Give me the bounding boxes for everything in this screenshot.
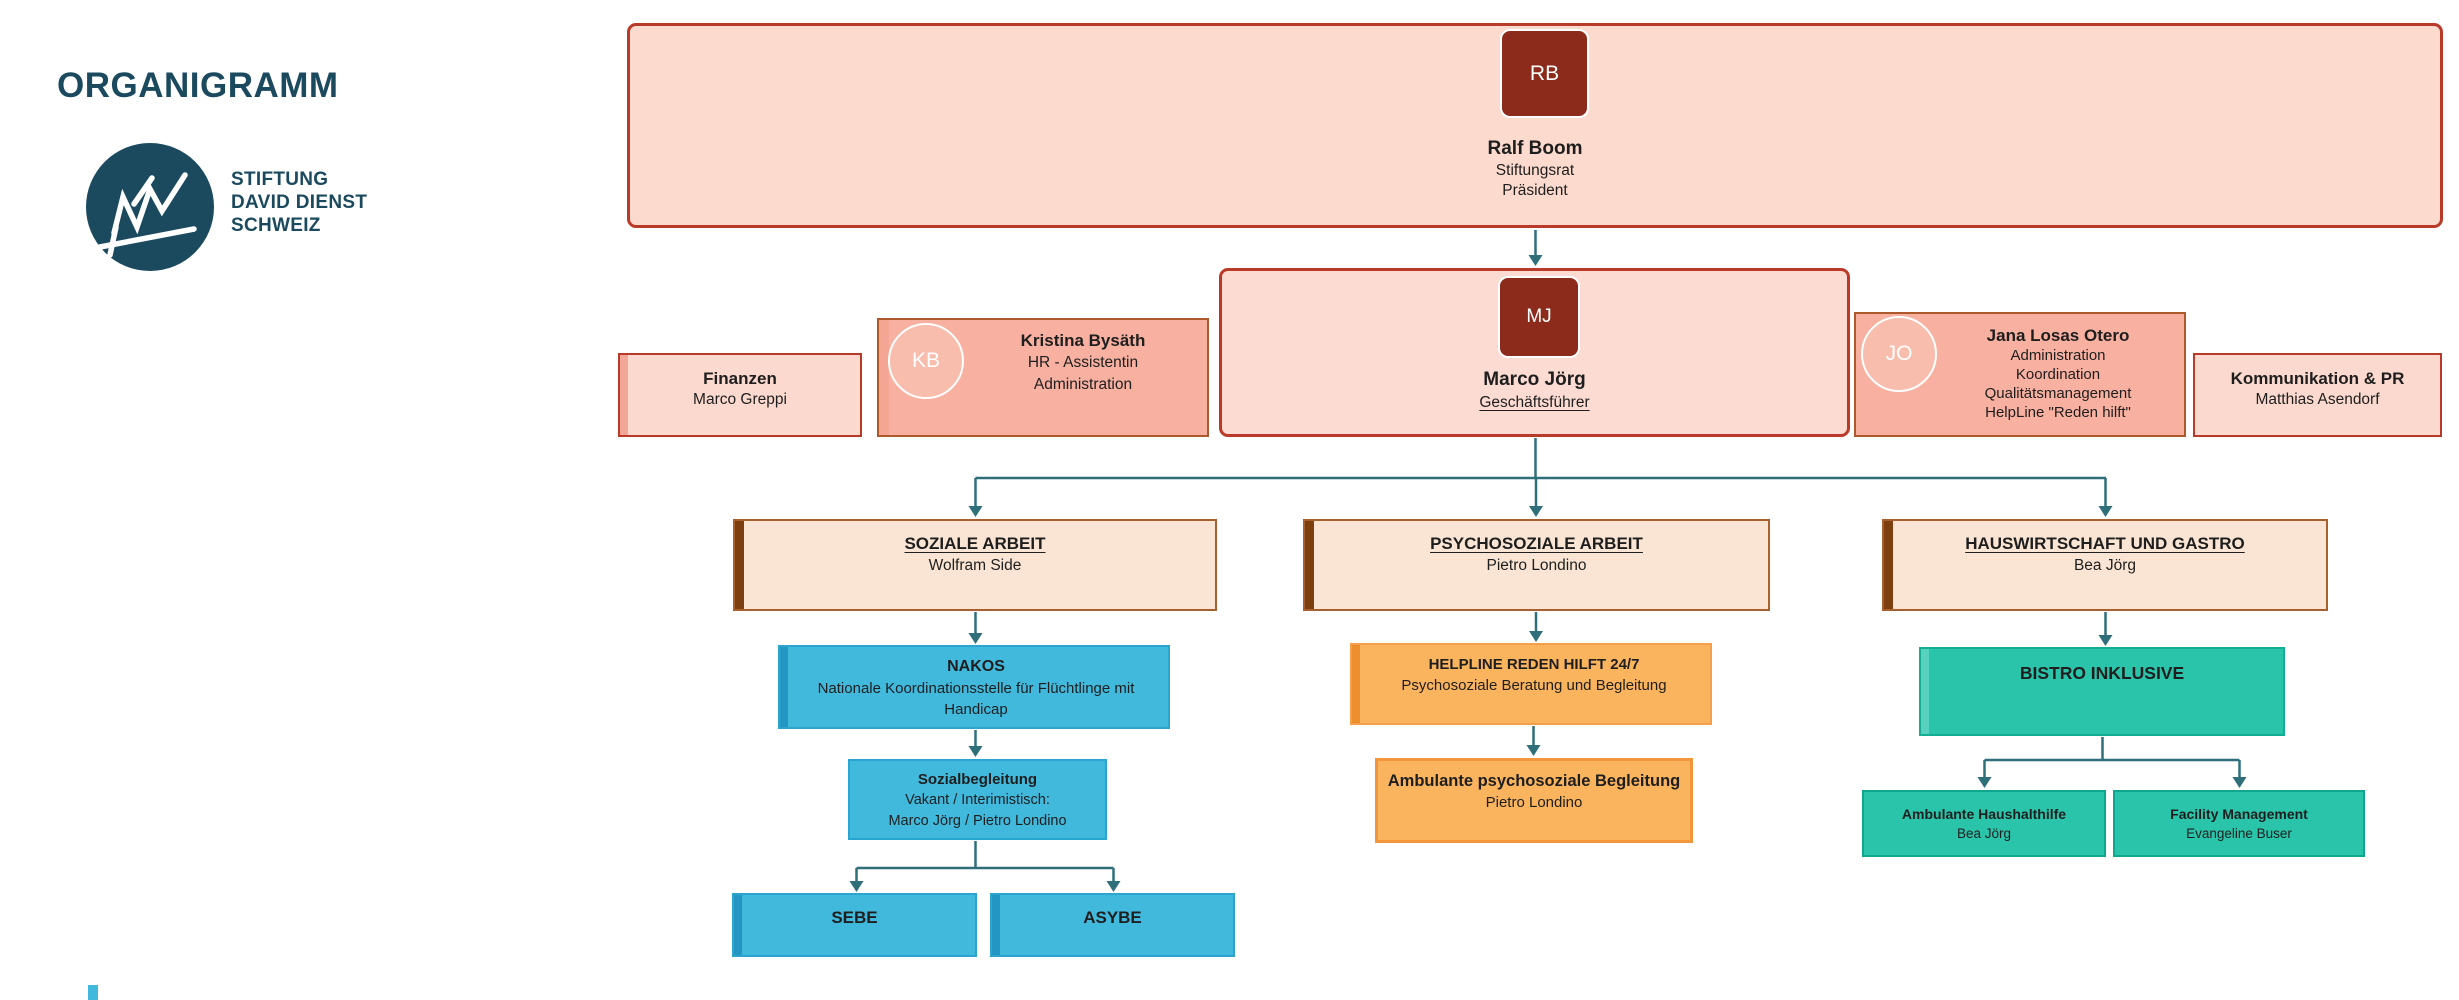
sozialbegleitung-title: Sozialbegleitung	[917, 771, 1038, 788]
haushalthilfe-person: Bea Jörg	[1956, 826, 2012, 841]
psychosocial-title: PSYCHOSOZIALE ARBEIT	[1430, 534, 1643, 553]
hr-line-2: Administration	[1033, 376, 1133, 393]
haushalthilfe-title: Ambulante Haushalthilfe	[1901, 806, 2067, 822]
foundation-logo-icon	[86, 143, 214, 271]
node-nakos: NAKOS Nationale Koordinationsstelle für …	[778, 645, 1170, 729]
nakos-desc: Nationale Koordinationsstelle für Flücht…	[817, 680, 1135, 718]
helpline-desc: Psychosoziale Beratung und Begleitung	[1401, 677, 1667, 694]
foundation-logo-wordmark: STIFTUNG DAVID DIENST SCHWEIZ	[231, 169, 368, 236]
finance-title: Finanzen	[703, 369, 777, 388]
communication-person: Matthias Asendorf	[2255, 391, 2380, 408]
node-sebe: SEBE	[732, 893, 977, 957]
social-work-title: SOZIALE ARBEIT	[904, 534, 1046, 553]
node-ceo: MJ Marco Jörg Geschäftsführer	[1219, 268, 1850, 437]
node-helpline: HELPLINE REDEN HILFT 24/7 Psychosoziale …	[1350, 643, 1712, 725]
node-sozialbegleitung: Sozialbegleitung Vakant / Interimistisch…	[848, 759, 1107, 840]
node-president: RB Ralf Boom Stiftungsrat Präsident	[627, 23, 2443, 228]
finance-person: Marco Greppi	[693, 391, 787, 408]
node-dept-social-work: SOZIALE ARBEIT Wolfram Side	[733, 519, 1217, 611]
housekeeping-person: Bea Jörg	[2073, 557, 2137, 574]
avatar-kb: KB	[888, 323, 964, 399]
ambulante-psych-person: Pietro Londino	[1485, 794, 1583, 811]
node-bistro: BISTRO INKLUSIVE	[1919, 647, 2285, 736]
hr-name: Kristina Bysäth	[1020, 331, 1146, 350]
ceo-name: Marco Jörg	[1483, 369, 1586, 390]
node-dept-psychosocial: PSYCHOSOZIALE ARBEIT Pietro Londino	[1303, 519, 1770, 611]
president-role-2: Präsident	[1502, 182, 1568, 199]
node-haushalthilfe: Ambulante Haushalthilfe Bea Jörg	[1862, 790, 2106, 857]
communication-title: Kommunikation & PR	[2230, 369, 2405, 388]
node-communication: Kommunikation & PR Matthias Asendorf	[2193, 353, 2442, 437]
avatar-mj: MJ	[1498, 276, 1580, 358]
facility-title: Facility Management	[2170, 806, 2308, 822]
admin-name: Jana Losas Otero	[1986, 326, 2130, 345]
helpline-title: HELPLINE REDEN HILFT 24/7	[1428, 656, 1640, 673]
admin-line-4: HelpLine "Reden hilft"	[1985, 404, 2131, 421]
president-role-1: Stiftungsrat	[1495, 162, 1575, 179]
bistro-title: BISTRO INKLUSIVE	[2019, 663, 2185, 683]
president-name: Ralf Boom	[1487, 138, 1583, 159]
sozialbegleitung-line-1: Vakant / Interimistisch:	[905, 792, 1050, 808]
sozialbegleitung-line-2: Marco Jörg / Pietro Londino	[888, 813, 1067, 829]
admin-line-2: Koordination	[2015, 366, 2101, 383]
node-admin-coordination: JO Jana Losas Otero Administration Koord…	[1854, 312, 2186, 437]
node-finance: Finanzen Marco Greppi	[618, 353, 862, 437]
social-work-person: Wolfram Side	[928, 557, 1022, 574]
avatar-rb: RB	[1500, 29, 1589, 118]
node-asybe: ASYBE	[990, 893, 1235, 957]
node-facility: Facility Management Evangeline Buser	[2113, 790, 2365, 857]
housekeeping-title: HAUSWIRTSCHAFT UND GASTRO	[1965, 534, 2245, 553]
hr-line-1: HR - Assistentin	[1027, 354, 1139, 371]
ambulante-psych-title: Ambulante psychosoziale Begleitung	[1387, 772, 1681, 790]
node-hr-assistant: KB Kristina Bysäth HR - Assistentin Admi…	[877, 318, 1209, 437]
nakos-title: NAKOS	[947, 658, 1005, 675]
asybe-title: ASYBE	[1083, 908, 1142, 927]
page-corner-mark	[88, 985, 98, 1000]
admin-line-1: Administration	[2010, 347, 2106, 364]
avatar-jo: JO	[1861, 316, 1937, 392]
node-dept-housekeeping: HAUSWIRTSCHAFT UND GASTRO Bea Jörg	[1882, 519, 2328, 611]
admin-line-3: Qualitätsmanagement	[1984, 385, 2132, 402]
node-ambulante-psych: Ambulante psychosoziale Begleitung Pietr…	[1375, 758, 1693, 843]
page-title: ORGANIGRAMM	[57, 66, 339, 105]
sebe-title: SEBE	[831, 908, 878, 927]
ceo-role: Geschäftsführer	[1479, 394, 1590, 411]
facility-person: Evangeline Buser	[2186, 826, 2292, 841]
psychosocial-person: Pietro Londino	[1486, 557, 1587, 574]
